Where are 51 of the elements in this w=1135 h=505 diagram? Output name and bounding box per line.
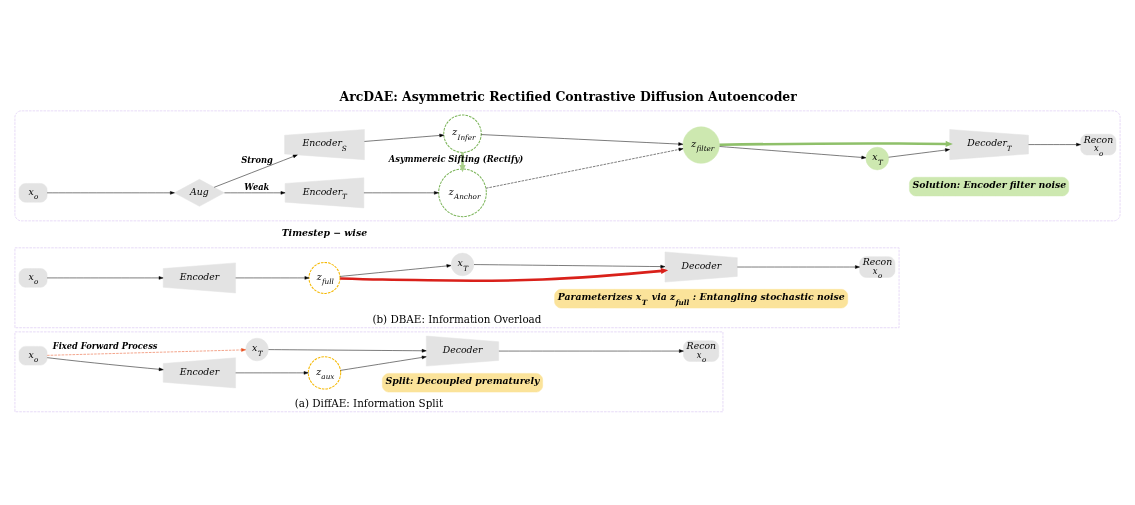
arrow [268, 349, 427, 353]
arrow [498, 349, 684, 353]
node-circle: z$_{aux}$ [307, 356, 342, 390]
label: Timestep − wise [281, 227, 368, 239]
arrow [46, 357, 164, 371]
arrow [213, 154, 298, 188]
node-box: Decoder [664, 251, 738, 283]
arrow [888, 148, 950, 158]
edge-label: Strong [241, 154, 273, 165]
node-diamond: Aug [174, 179, 225, 207]
node-box: Encoder$_{T}$ [284, 177, 365, 209]
node-box: x$_{o}$ [18, 268, 48, 288]
arrow [224, 191, 286, 195]
edge-label: Weak [244, 181, 270, 192]
node-box: Solution: Encoder filter noise [909, 177, 1069, 197]
edge-label: Asymmereic Sifting (Rectify) [388, 154, 524, 165]
node-box: Parameterizes x$_{T}$ via z$_{full}$ : Entangling stochastic noise [554, 289, 848, 309]
arrow [340, 267, 669, 283]
node-circle: z$_{Anchor}$ [438, 168, 487, 218]
arrow [485, 147, 684, 189]
arrow [473, 264, 666, 269]
arrow [46, 348, 246, 356]
node-circle: x$_{T}$ [865, 147, 889, 171]
arrow [46, 276, 164, 280]
node-circle: x$_{T}$ [450, 252, 475, 276]
arrow [235, 276, 310, 280]
diagram-title: ArcDAE: Asymmetric Rectified Contrastive Diffusion Autoencoder [339, 88, 797, 104]
arrow [339, 264, 452, 277]
node-circle: z$_{filter}$ [682, 126, 720, 164]
arrow [481, 134, 684, 146]
arrow [364, 133, 445, 142]
node-box: Split: Decoupled prematurely [382, 373, 543, 393]
node-box: x$_{o}$ [18, 183, 48, 203]
edge-label: Fixed Forward Process [52, 340, 158, 351]
node-circle: z$_{full}$ [308, 261, 341, 294]
node-box: Decoder [426, 335, 499, 367]
arrow [719, 140, 953, 148]
arrow [719, 146, 867, 160]
arrow [46, 191, 175, 195]
arrow [235, 371, 309, 375]
node-circle: x$_{T}$ [245, 337, 269, 362]
node-box: x$_{o}$ [18, 346, 48, 366]
node-box: Encoder [162, 262, 236, 294]
arrow [363, 191, 439, 195]
node-box: Encoder [162, 357, 236, 389]
arrow [340, 355, 427, 371]
arrow [1028, 142, 1081, 147]
arrow [737, 265, 860, 269]
node-circle: z$_{Infer}$ [443, 114, 482, 153]
node-box: Decoder$_{T}$ [949, 129, 1029, 160]
cluster [14, 110, 1121, 222]
